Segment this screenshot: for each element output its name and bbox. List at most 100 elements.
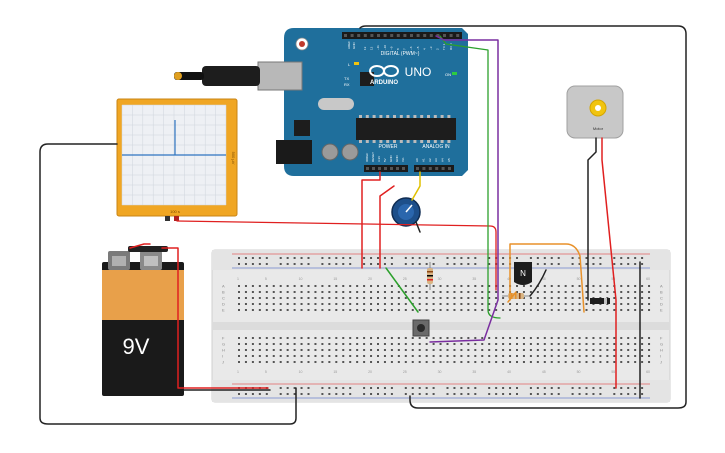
breadboard-hole[interactable] <box>300 337 303 339</box>
header-pin[interactable] <box>357 34 361 37</box>
breadboard-hole[interactable] <box>377 291 379 293</box>
header-pin[interactable] <box>403 34 407 37</box>
breadboard-hole[interactable] <box>620 393 623 395</box>
breadboard-hole[interactable] <box>342 297 345 299</box>
breadboard-hole[interactable] <box>363 309 366 311</box>
breadboard-hole[interactable] <box>474 393 477 395</box>
breadboard-hole[interactable] <box>453 285 456 287</box>
breadboard-hole[interactable] <box>321 291 324 293</box>
breadboard-hole[interactable] <box>383 349 386 351</box>
breadboard-hole[interactable] <box>599 355 602 357</box>
wire-red-motor[interactable] <box>601 137 617 389</box>
breadboard-hole[interactable] <box>571 337 574 339</box>
breadboard-hole[interactable] <box>585 349 588 351</box>
breadboard-hole[interactable] <box>641 355 644 357</box>
breadboard-hole[interactable] <box>279 303 282 305</box>
breadboard-hole[interactable] <box>370 285 373 287</box>
breadboard-hole[interactable] <box>467 285 470 287</box>
breadboard-hole[interactable] <box>460 337 463 339</box>
breadboard-hole[interactable] <box>439 361 442 363</box>
breadboard-hole[interactable] <box>356 309 359 311</box>
breadboard-hole[interactable] <box>432 257 435 259</box>
breadboard-hole[interactable] <box>244 303 247 305</box>
breadboard-hole[interactable] <box>585 361 588 363</box>
breadboard-hole[interactable] <box>258 393 261 395</box>
breadboard-hole[interactable] <box>564 337 567 339</box>
breadboard-hole[interactable] <box>328 309 331 311</box>
breadboard-hole[interactable] <box>599 309 602 311</box>
breadboard-hole[interactable] <box>495 355 498 357</box>
breadboard-hole[interactable] <box>418 361 421 363</box>
breadboard-hole[interactable] <box>432 361 435 363</box>
breadboard-hole[interactable] <box>641 303 644 305</box>
breadboard-hole[interactable] <box>251 285 254 287</box>
breadboard-hole[interactable] <box>279 309 282 311</box>
breadboard-hole[interactable] <box>481 361 484 363</box>
breadboard-hole[interactable] <box>300 361 303 363</box>
breadboard-hole[interactable] <box>509 393 512 395</box>
breadboard-hole[interactable] <box>502 387 505 389</box>
breadboard-hole[interactable] <box>495 343 498 345</box>
breadboard-hole[interactable] <box>307 349 310 351</box>
breadboard-hole[interactable] <box>606 285 609 287</box>
breadboard-hole[interactable] <box>272 337 275 339</box>
breadboard-hole[interactable] <box>522 285 525 287</box>
breadboard-hole[interactable] <box>307 343 310 345</box>
breadboard-hole[interactable] <box>425 309 428 311</box>
breadboard-hole[interactable] <box>627 361 630 363</box>
breadboard-hole[interactable] <box>585 309 588 311</box>
breadboard-hole[interactable] <box>571 257 574 259</box>
breadboard-hole[interactable] <box>418 337 421 339</box>
breadboard-hole[interactable] <box>370 291 373 293</box>
breadboard-hole[interactable] <box>627 263 630 265</box>
breadboard-hole[interactable] <box>390 355 393 357</box>
breadboard-hole[interactable] <box>432 387 435 389</box>
breadboard-hole[interactable] <box>571 361 574 363</box>
breadboard-hole[interactable] <box>432 263 435 265</box>
breadboard-hole[interactable] <box>606 349 609 351</box>
breadboard-hole[interactable] <box>328 361 331 363</box>
breadboard-hole[interactable] <box>404 387 407 389</box>
breadboard-hole[interactable] <box>425 291 428 293</box>
breadboard-hole[interactable] <box>502 343 505 345</box>
breadboard-hole[interactable] <box>613 337 616 339</box>
breadboard-hole[interactable] <box>418 343 421 345</box>
breadboard-hole[interactable] <box>648 343 651 345</box>
breadboard-hole[interactable] <box>460 303 463 305</box>
breadboard-hole[interactable] <box>550 291 553 293</box>
breadboard-hole[interactable] <box>342 355 345 357</box>
breadboard-hole[interactable] <box>571 387 574 389</box>
breadboard-hole[interactable] <box>335 303 338 305</box>
breadboard-hole[interactable] <box>467 361 470 363</box>
breadboard-hole[interactable] <box>627 291 630 293</box>
breadboard-hole[interactable] <box>529 309 532 311</box>
breadboard-hole[interactable] <box>244 309 247 311</box>
breadboard-hole[interactable] <box>543 291 546 293</box>
breadboard-hole[interactable] <box>488 349 491 351</box>
wire-red-5v[interactable] <box>361 171 381 269</box>
breadboard-hole[interactable] <box>460 349 463 351</box>
breadboard-hole[interactable] <box>411 309 414 311</box>
breadboard-hole[interactable] <box>397 343 400 345</box>
breadboard-hole[interactable] <box>307 297 310 299</box>
breadboard-hole[interactable] <box>543 297 546 299</box>
breadboard-hole[interactable] <box>606 355 609 357</box>
breadboard-hole[interactable] <box>446 263 449 265</box>
breadboard-hole[interactable] <box>578 263 581 265</box>
breadboard-hole[interactable] <box>557 285 560 287</box>
breadboard-hole[interactable] <box>265 355 268 357</box>
breadboard-hole[interactable] <box>641 297 644 299</box>
breadboard-hole[interactable] <box>411 393 414 395</box>
header-pin[interactable] <box>423 34 427 37</box>
breadboard-hole[interactable] <box>244 343 247 345</box>
breadboard-hole[interactable] <box>495 349 498 351</box>
breadboard-hole[interactable] <box>592 393 595 395</box>
breadboard-hole[interactable] <box>265 303 268 305</box>
wire-red-battery-positive[interactable] <box>161 247 269 389</box>
breadboard-hole[interactable] <box>509 303 512 305</box>
breadboard-hole[interactable] <box>300 387 303 389</box>
breadboard-hole[interactable] <box>578 285 581 287</box>
breadboard-hole[interactable] <box>488 337 491 339</box>
breadboard-hole[interactable] <box>349 263 352 265</box>
breadboard-hole[interactable] <box>432 337 435 339</box>
